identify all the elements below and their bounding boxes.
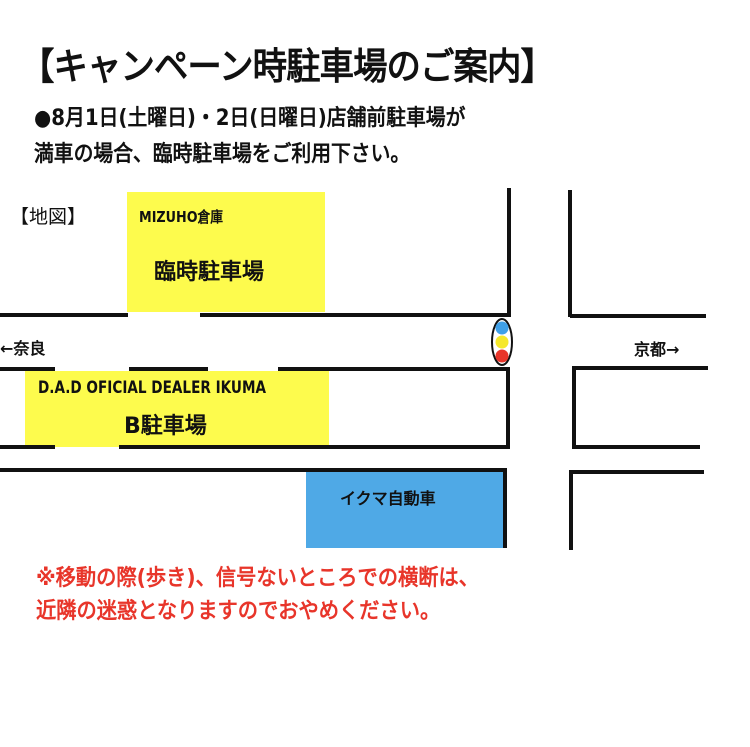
ikuma-motors-label: イクマ自動車 <box>340 489 436 508</box>
intro-line-1: ●8月1日(土曜日)・2日(日曜日)店舗前駐車場が <box>34 106 466 131</box>
signal-red-light <box>495 349 509 363</box>
warning-line-1: ※移動の際(歩き)、信号ないところでの横断は、 <box>36 566 479 591</box>
traffic-signal-icon <box>491 318 513 366</box>
kyoto-direction-label: 京都→ <box>634 340 680 359</box>
temporary-parking-area <box>127 192 325 312</box>
intro-line-2: 満車の場合、臨時駐車場をご利用下さい。 <box>34 142 411 167</box>
dealer-label: D.A.D OFICIAL DEALER IKUMA <box>38 378 267 398</box>
signal-blue-light <box>495 321 509 335</box>
temp-lot-owner-label: MIZUHO倉庫 <box>139 208 224 226</box>
b-parking-area <box>25 371 329 447</box>
ikuma-motors-area <box>306 472 506 548</box>
signal-yellow-light <box>495 335 509 349</box>
page-title: 【キャンペーン時駐車場のご案内】 <box>20 45 555 88</box>
temp-parking-label: 臨時駐車場 <box>154 260 265 285</box>
warning-line-2: 近隣の迷惑となりますのでおやめください。 <box>36 599 441 624</box>
map-label: 【地図】 <box>10 206 87 228</box>
nara-direction-label: ←奈良 <box>0 339 46 358</box>
b-parking-label: B駐車場 <box>124 414 207 439</box>
